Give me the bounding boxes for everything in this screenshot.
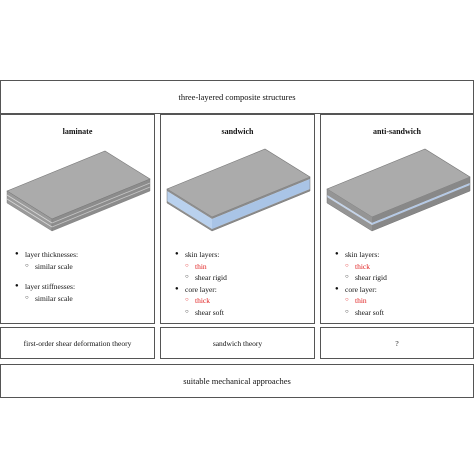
prop-core-layer: core layer:	[175, 284, 227, 296]
prop-skin-layers: skin layers:	[175, 249, 227, 261]
theory-box-sandwich: sandwich theory	[160, 327, 315, 359]
footer-title: suitable mechanical approaches	[183, 376, 291, 386]
prop-sub-item: similar scale	[15, 261, 78, 273]
anti-sandwich-panel: anti-sandwich skin layers: thick shear r…	[320, 114, 474, 324]
prop-sub-item: similar scale	[15, 293, 78, 305]
prop-sub-item: shear soft	[335, 307, 387, 319]
prop-sub-item: shear rigid	[335, 272, 387, 284]
theory-box-laminate: first-order shear deformation theory	[0, 327, 155, 359]
laminate-title: laminate	[62, 127, 93, 136]
prop-sub-item: shear soft	[175, 307, 227, 319]
prop-core-layer: core layer:	[335, 284, 387, 296]
sandwich-core-right	[212, 179, 310, 229]
theory-label: sandwich theory	[212, 338, 263, 348]
laminate-plate-illustration	[6, 150, 151, 232]
sandwich-title: sandwich	[221, 127, 254, 136]
laminate-panel: laminate layer thicknesses: similar scal…	[0, 114, 155, 324]
sandwich-properties: skin layers: thin shear rigid core layer…	[175, 249, 227, 318]
anti-sandwich-core-right	[372, 183, 470, 225]
laminate-properties: layer thicknesses: similar scale layer s…	[15, 249, 78, 304]
prop-layer-thicknesses: layer thicknesses:	[15, 249, 78, 261]
theory-label: first-order shear deformation theory	[23, 338, 132, 348]
header-title: three-layered composite structures	[178, 92, 296, 102]
prop-layer-stiffnesses: layer stiffnesses:	[15, 281, 78, 293]
anti-sandwich-title: anti-sandwich	[372, 127, 421, 136]
structures-header: three-layered composite structures	[0, 80, 474, 114]
anti-sandwich-properties: skin layers: thick shear rigid core laye…	[335, 249, 387, 318]
anti-sandwich-plate-illustration	[326, 148, 471, 232]
prop-sub-item-highlight: thick	[175, 295, 227, 307]
theory-box-anti-sandwich: ?	[320, 327, 474, 359]
theory-label: ?	[395, 338, 399, 348]
prop-sub-item-highlight: thick	[335, 261, 387, 273]
prop-sub-item-highlight: thin	[335, 295, 387, 307]
anti-sandwich-core-left	[327, 195, 372, 225]
approaches-footer: suitable mechanical approaches	[0, 364, 474, 398]
sandwich-core-left	[167, 191, 212, 229]
prop-sub-item-highlight: thin	[175, 261, 227, 273]
prop-skin-layers: skin layers:	[335, 249, 387, 261]
sandwich-panel: sandwich skin layers: thin shear rigid c…	[160, 114, 315, 324]
sandwich-plate-illustration	[166, 148, 311, 232]
prop-sub-item: shear rigid	[175, 272, 227, 284]
